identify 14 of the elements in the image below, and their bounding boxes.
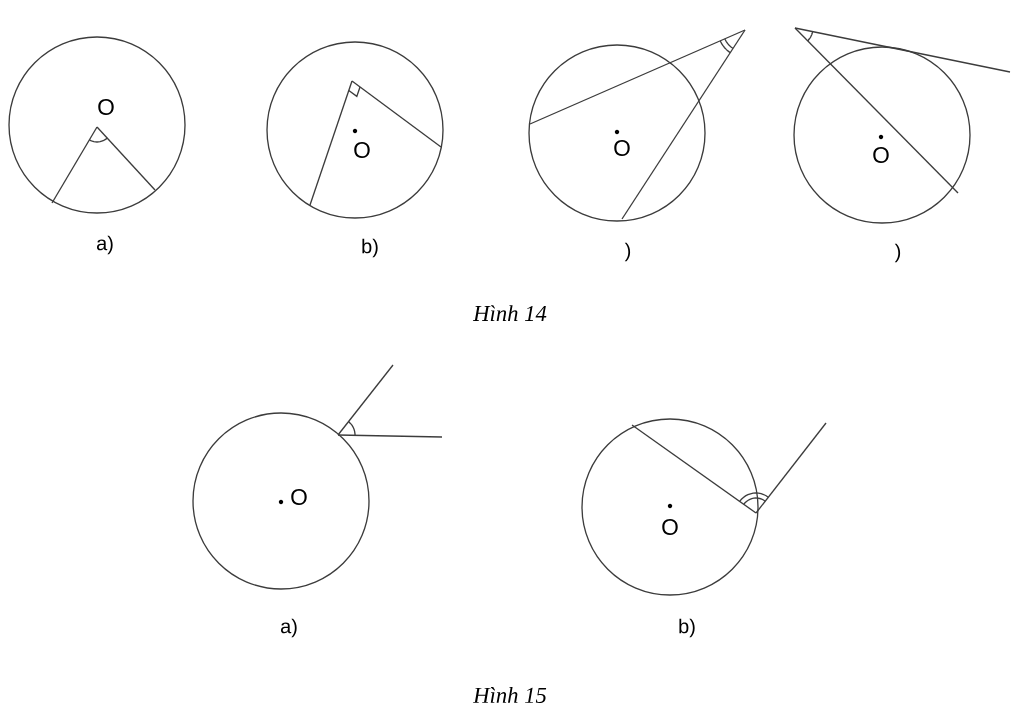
figure-label: b) [362,238,378,258]
point-label: O [873,147,889,164]
point-label: O [98,99,114,116]
figure-label: ) [894,243,901,263]
figure-caption: Hình 15 [472,687,547,703]
point-label: O [354,142,370,159]
figure-label: a) [280,618,297,638]
figure-label: b) [679,618,695,638]
point-label: O [662,519,678,536]
figure-label: a) [96,235,113,255]
point-label: O [614,140,630,157]
figure-label: ) [624,242,631,262]
point-label: O [291,489,307,506]
figure-caption: Hình 14 [472,305,547,321]
